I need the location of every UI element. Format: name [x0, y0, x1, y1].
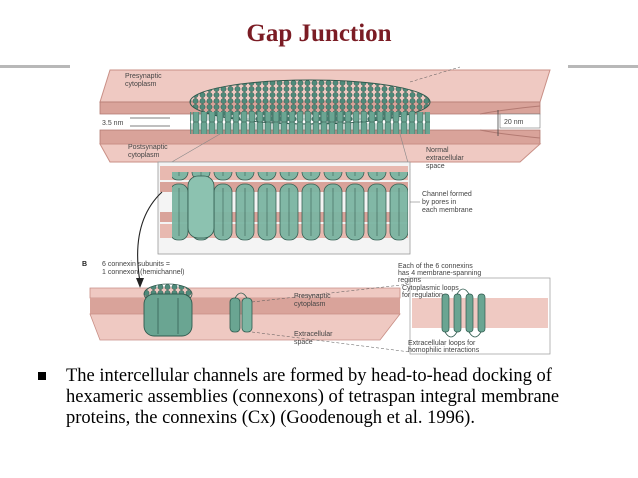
label-each-3: regions — [398, 277, 421, 284]
label-channel-2: by pores in — [422, 199, 456, 206]
label-cytoplasm-top: cytoplasm — [125, 81, 157, 88]
label-presynaptic: Presynaptic — [125, 73, 162, 80]
label-normal-1: Normal — [426, 147, 449, 154]
label-cytoplasm-post: cytoplasm — [128, 152, 160, 159]
label-cyto-loops-1: Cytoplasmic loops — [402, 285, 459, 292]
label-extra-1: Extracellular — [294, 331, 333, 338]
label-channel-3: each membrane — [422, 207, 473, 214]
arrow-to-connexon — [137, 191, 163, 283]
bullet-text: The intercellular channels are formed by… — [66, 366, 560, 428]
label-presyn-b1: Presynaptic — [294, 293, 331, 300]
slide-title: Gap Junction — [246, 20, 392, 47]
label-connexin-2: 1 connexon (hemichannel) — [102, 269, 185, 276]
label-normal-3: space — [426, 163, 445, 170]
label-postsynaptic: Postsynaptic — [128, 144, 168, 151]
panel-a-membranes — [99, 66, 551, 171]
label-extra-2: space — [294, 339, 313, 346]
label-channel-1: Channel formed — [422, 191, 472, 198]
title-rule-right — [568, 65, 638, 68]
gap-junction-figure: Presynaptic cytoplasm 3.5 nm 20 nm Posts… — [80, 62, 560, 358]
connexin-topology — [409, 277, 551, 355]
label-each-2: has 4 membrane-spanning — [398, 270, 481, 277]
label-connexin-1: 6 connexin subunits = — [102, 261, 170, 268]
panel-b-membrane — [89, 283, 401, 341]
title-rule-left — [0, 65, 70, 68]
zoom-detail — [157, 161, 411, 255]
label-extra-loops-2: homophilic interactions — [408, 347, 480, 354]
label-presyn-b2: cytoplasm — [294, 301, 326, 308]
bullet-square-icon — [38, 372, 46, 380]
label-panel-b: B — [82, 261, 87, 268]
label-gap-small: 3.5 nm — [102, 120, 124, 127]
gap-junction-diagram: Presynaptic cytoplasm 3.5 nm 20 nm Posts… — [82, 66, 551, 355]
label-normal-2: extracellular — [426, 155, 464, 162]
label-cyto-loops-2: for regulation — [402, 292, 443, 299]
label-each-1: Each of the 6 connexins — [398, 263, 473, 270]
label-gap-large: 20 nm — [504, 119, 524, 126]
label-extra-loops-1: Extracellular loops for — [408, 340, 476, 347]
